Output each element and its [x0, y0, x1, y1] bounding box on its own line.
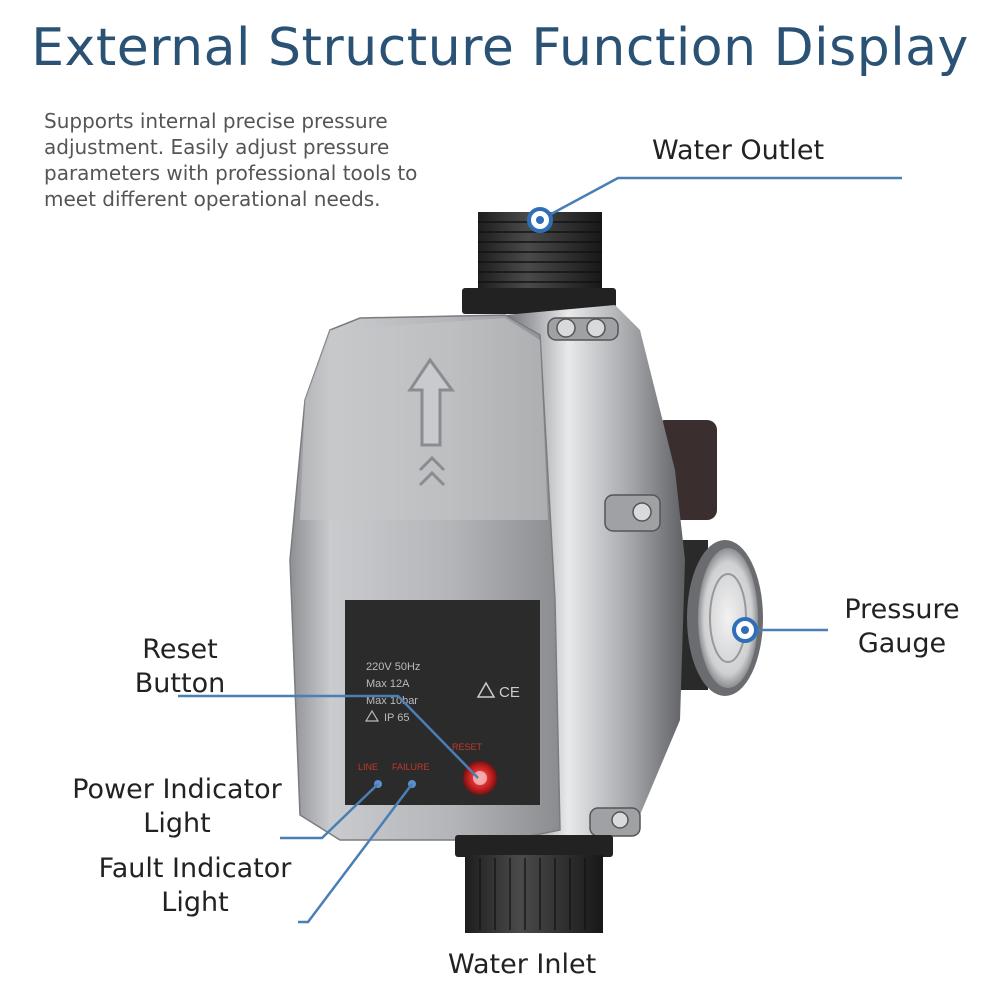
control-panel: 220V 50Hz Max 12A Max 10bar IP 65 CE LIN…: [345, 600, 540, 805]
screw-icon: [547, 317, 661, 837]
water-outlet-label: Water Outlet: [652, 135, 825, 166]
reset-button-label: Reset Button: [134, 634, 226, 699]
water-inlet-label: Water Inlet: [448, 949, 597, 980]
leader-lines: [178, 176, 902, 924]
water-inlet-fitting: [455, 835, 613, 933]
fault-indicator-label: Fault Indicator Light: [98, 853, 292, 918]
leader-dots: [527, 207, 758, 643]
fault-indicator-leader: [298, 783, 413, 924]
page-title: External Structure Function Display: [31, 18, 969, 78]
description-text: Supports internal precise pressure adjus…: [44, 109, 418, 211]
warning-icon: [476, 681, 496, 698]
flow-arrow-icon: [407, 357, 455, 487]
panel-ip: IP 65: [384, 712, 410, 724]
failure-label: FAILURE: [392, 762, 430, 772]
power-indicator-label: Power Indicator Light: [72, 774, 282, 839]
power-indicator-leader: [280, 783, 379, 840]
line-label: LINE: [358, 762, 378, 772]
pressure-gauge-label: Pressure Gauge: [844, 594, 960, 659]
panel-current: Max 12A: [366, 678, 410, 690]
water-outlet-leader: [539, 176, 902, 222]
reset-button-leader: [178, 694, 479, 779]
reset-label: RESET: [452, 742, 483, 752]
panel-voltage: 220V 50Hz: [366, 661, 420, 673]
ce-mark: CE: [499, 684, 520, 701]
warning-icon: [364, 709, 380, 722]
